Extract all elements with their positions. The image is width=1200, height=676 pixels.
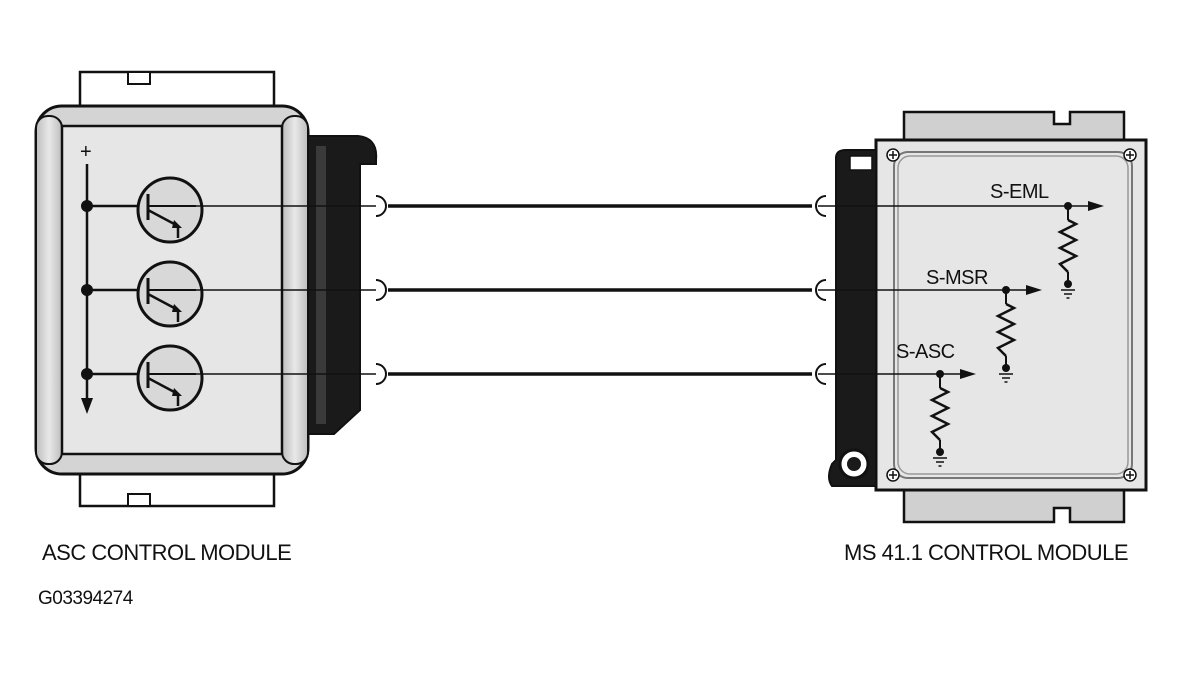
emitter-arrow-icon: [172, 220, 182, 228]
asc-top-notch: [127, 71, 151, 85]
emitter-lead: [147, 292, 179, 312]
ms41-housing: [874, 138, 1148, 492]
emitter-lead: [147, 376, 179, 396]
rail-arrow-icon: [81, 398, 93, 414]
transistor-group: [81, 176, 204, 412]
harness-wires: [196, 195, 827, 385]
ground-node: [1064, 280, 1072, 288]
pin-socket-right: [815, 279, 827, 301]
emitter-lead: [147, 208, 179, 228]
pin-socket-right: [815, 195, 827, 217]
connector-latch: [849, 155, 873, 171]
transistor-body: [136, 344, 204, 412]
signal-arrow-icon: [1088, 201, 1104, 211]
ms41-inner-border-2: [897, 155, 1129, 475]
screw-icon: [1123, 148, 1137, 162]
resistor-icon: [1057, 218, 1079, 273]
signal-label-s-asc: S-ASC: [896, 341, 955, 363]
supply-plus-symbol: +: [80, 141, 91, 163]
signal-arrow-icon: [1026, 285, 1042, 295]
ms41-bottom-tab: [902, 484, 1126, 524]
asc-left-rail: [35, 115, 63, 465]
pin-socket-left: [375, 279, 387, 301]
ground-node: [936, 448, 944, 456]
pin-socket-left: [375, 363, 387, 385]
screw-icon: [1123, 468, 1137, 482]
emitter-arrow-icon: [172, 304, 182, 312]
ground-icon: [933, 457, 947, 467]
pin-socket-right: [815, 363, 827, 385]
pin-socket-left: [375, 195, 387, 217]
asc-bottom-notch: [127, 493, 151, 507]
connector-bolt-core: [847, 457, 861, 471]
signal-label-s-eml: S-EML: [990, 181, 1049, 203]
resistor-icon: [929, 386, 951, 441]
signal-label-s-msr: S-MSR: [926, 267, 988, 289]
transistor-body: [136, 176, 204, 244]
resistor-icon: [995, 302, 1017, 357]
signal-inputs: [818, 201, 1104, 467]
ground-icon: [999, 373, 1013, 383]
transistor-icon: [81, 260, 204, 328]
screw-icon: [886, 148, 900, 162]
transistor-body: [136, 260, 204, 328]
transistor-icon: [81, 344, 204, 412]
asc-connector-ridge: [316, 146, 326, 424]
ground-icon: [1061, 289, 1075, 299]
asc-top-tab: [78, 70, 276, 110]
ground-node: [1002, 364, 1010, 372]
screw-icon: [886, 468, 900, 482]
ms41-module-caption: MS 41.1 CONTROL MODULE: [844, 540, 1129, 565]
ms41-connector: [828, 149, 877, 487]
signal-arrow-icon: [960, 369, 976, 379]
asc-module-caption: ASC CONTROL MODULE: [42, 540, 292, 565]
ms41-control-module: [828, 110, 1148, 524]
emitter-arrow-icon: [172, 388, 182, 396]
ms41-inner-border: [893, 151, 1133, 479]
figure-id: G03394274: [38, 588, 133, 609]
transistor-icon: [81, 176, 204, 244]
